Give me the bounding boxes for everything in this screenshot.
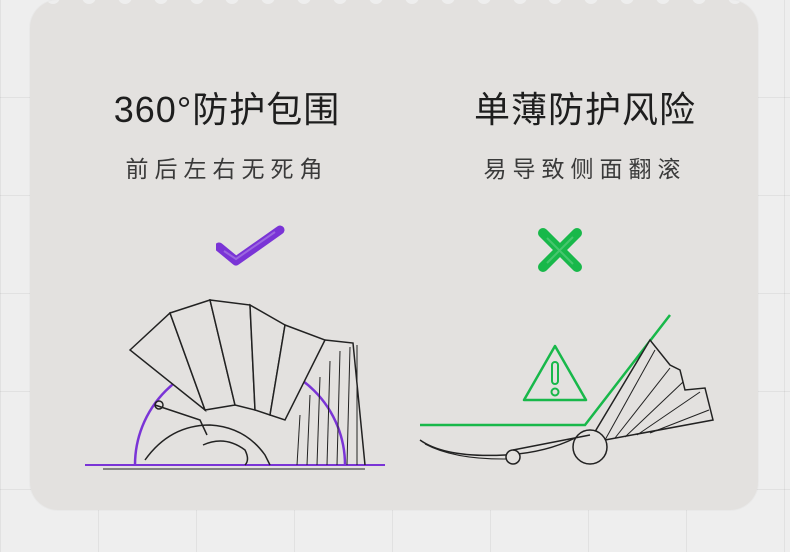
right-title: 单薄防护风险 [473, 89, 696, 130]
left-title: 360°防护包围 [113, 89, 341, 130]
comparison-card: 360°防护包围 前后左右无死角 单薄防护风险 易导致侧面翻滚 [30, 0, 758, 510]
card-scallop-edge [30, 0, 758, 10]
stroller-illustration-thin-protection [415, 310, 725, 484]
left-subtitle: 前后左右无死角 [125, 156, 329, 182]
stroller-illustration-full-protection [85, 295, 385, 474]
cross-icon [535, 225, 585, 275]
left-column: 360°防护包围 前后左右无死角 [57, 92, 397, 184]
check-icon [216, 222, 286, 270]
warning-triangle-icon [520, 342, 590, 404]
right-subtitle: 易导致侧面翻滚 [483, 156, 687, 182]
right-column: 单薄防护风险 易导致侧面翻滚 [415, 92, 755, 184]
